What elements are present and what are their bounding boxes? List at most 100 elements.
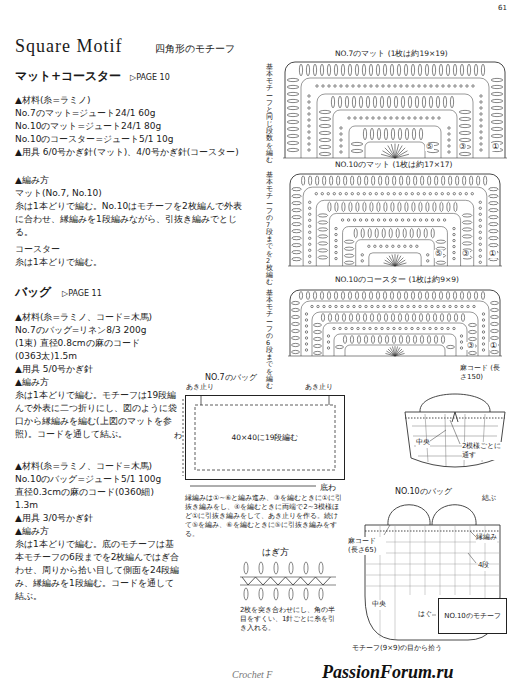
chain-stitch bbox=[371, 305, 373, 307]
petal-stitch bbox=[447, 202, 450, 211]
petal-stitch bbox=[348, 64, 351, 76]
row-line bbox=[334, 334, 456, 356]
fan-stitch bbox=[395, 346, 398, 356]
chain-stitch bbox=[453, 251, 455, 253]
text-label: ▲材料(糸=ラミノ、コード=木馬) bbox=[15, 460, 152, 473]
petal-stitch bbox=[459, 131, 471, 134]
chain-stitch bbox=[384, 117, 386, 119]
chain-stitch bbox=[374, 245, 376, 247]
petal-stitch bbox=[345, 96, 348, 108]
fan-stitch bbox=[386, 351, 395, 356]
chain-stitch bbox=[453, 233, 455, 235]
petal-stitch bbox=[314, 337, 322, 340]
petal-stitch bbox=[328, 202, 331, 211]
petal-stitch bbox=[436, 261, 445, 264]
chain-stitch bbox=[453, 227, 455, 229]
chain-stitch bbox=[393, 327, 395, 329]
row-line bbox=[356, 240, 435, 266]
text-label: あき止り bbox=[305, 383, 333, 393]
petal-stitch bbox=[319, 131, 331, 134]
text-label: NO.10のコースター (1枚は約9×9) bbox=[335, 275, 459, 286]
row-line bbox=[317, 94, 473, 158]
petal-stitch bbox=[391, 128, 394, 140]
chain-stitch bbox=[333, 193, 335, 195]
chain-stitch bbox=[396, 117, 398, 119]
chain-stitch bbox=[480, 101, 482, 103]
callout-number: ① bbox=[491, 143, 500, 151]
chain-stitch bbox=[361, 260, 363, 262]
row-line bbox=[365, 142, 425, 158]
petal-stitch bbox=[446, 292, 449, 300]
petal-stitch bbox=[461, 314, 464, 322]
petal-stitch bbox=[320, 292, 323, 300]
petal-stitch bbox=[435, 176, 438, 185]
petal-stitch bbox=[427, 336, 430, 344]
chain-stitch bbox=[335, 233, 337, 235]
callout-number: ① bbox=[489, 342, 498, 350]
text-label: NO.7のマット (1枚は約19×19) bbox=[335, 49, 448, 60]
chain-stitch bbox=[454, 85, 456, 87]
petal-stitch bbox=[358, 176, 361, 185]
chain-stitch bbox=[482, 313, 484, 315]
petal-stitch bbox=[292, 322, 300, 325]
node-texts: NO.10のモチーフ bbox=[443, 611, 502, 621]
chain-stitch bbox=[431, 219, 433, 221]
petal-stitch bbox=[489, 258, 498, 261]
chain-stitch bbox=[309, 207, 311, 209]
petal-stitch bbox=[292, 315, 300, 318]
chain-stitch bbox=[375, 327, 377, 329]
petal-stitch bbox=[382, 228, 385, 237]
chain-stitch bbox=[339, 327, 341, 329]
petal-stitch bbox=[405, 314, 408, 322]
petal-stitch bbox=[344, 240, 353, 243]
chain-stitch bbox=[308, 143, 310, 145]
chain-stitch bbox=[479, 243, 481, 245]
chain-stitch bbox=[472, 85, 474, 87]
petal-stitch bbox=[422, 96, 425, 108]
petal-stitch bbox=[462, 214, 471, 217]
text-label: ▲編み方 bbox=[15, 525, 49, 538]
petal-stitch bbox=[342, 314, 345, 322]
petal-stitch bbox=[429, 96, 432, 108]
petal-stitch bbox=[453, 292, 456, 300]
petal-stitch bbox=[355, 64, 358, 76]
text-label: 1.3m bbox=[15, 499, 38, 512]
petal-stitch bbox=[376, 292, 379, 300]
petal-stitch bbox=[341, 292, 344, 300]
chain-stitch bbox=[309, 261, 311, 263]
chain-stitch bbox=[364, 85, 366, 87]
chain-stitch bbox=[309, 231, 311, 233]
petal-stitch bbox=[351, 142, 363, 145]
text-label: ▲用具 3/0号かぎ針 bbox=[15, 512, 93, 525]
chain-stitch bbox=[340, 127, 342, 129]
chain-stitch bbox=[308, 149, 310, 151]
chain-stitch bbox=[382, 85, 384, 87]
chain-stitch bbox=[416, 245, 418, 247]
chain-stitch bbox=[431, 305, 433, 307]
chain-stitch bbox=[305, 313, 307, 315]
petal-stitch bbox=[454, 202, 457, 211]
petal-stitch bbox=[287, 148, 299, 151]
chain-stitch bbox=[410, 245, 412, 247]
chain-stitch bbox=[308, 101, 310, 103]
bottom-fold bbox=[190, 486, 316, 487]
chain-stitch bbox=[482, 319, 484, 321]
petal-stitch bbox=[344, 254, 353, 257]
petal-stitch bbox=[304, 562, 308, 574]
chain-stitch bbox=[339, 193, 341, 195]
petal-stitch bbox=[344, 176, 347, 185]
petal-stitch bbox=[467, 292, 470, 300]
chain-stitch bbox=[482, 325, 484, 327]
chain-stitch bbox=[305, 337, 307, 339]
petal-stitch bbox=[292, 216, 301, 219]
petal-stitch bbox=[274, 562, 278, 574]
text-label: 2枚を突き合わせにし、角の半目をすくい、1針ごとに糸を引き入れる。 bbox=[240, 606, 340, 633]
petal-stitch bbox=[489, 216, 498, 219]
text-label: 直径0.3cmの麻のコード(0360細) bbox=[15, 486, 154, 499]
chain-stitch bbox=[321, 193, 323, 195]
petal-stitch bbox=[481, 292, 484, 300]
petal-stitch bbox=[489, 237, 498, 240]
chain-stitch bbox=[351, 327, 353, 329]
inner-frame bbox=[195, 405, 335, 470]
petal-stitch bbox=[287, 106, 299, 109]
